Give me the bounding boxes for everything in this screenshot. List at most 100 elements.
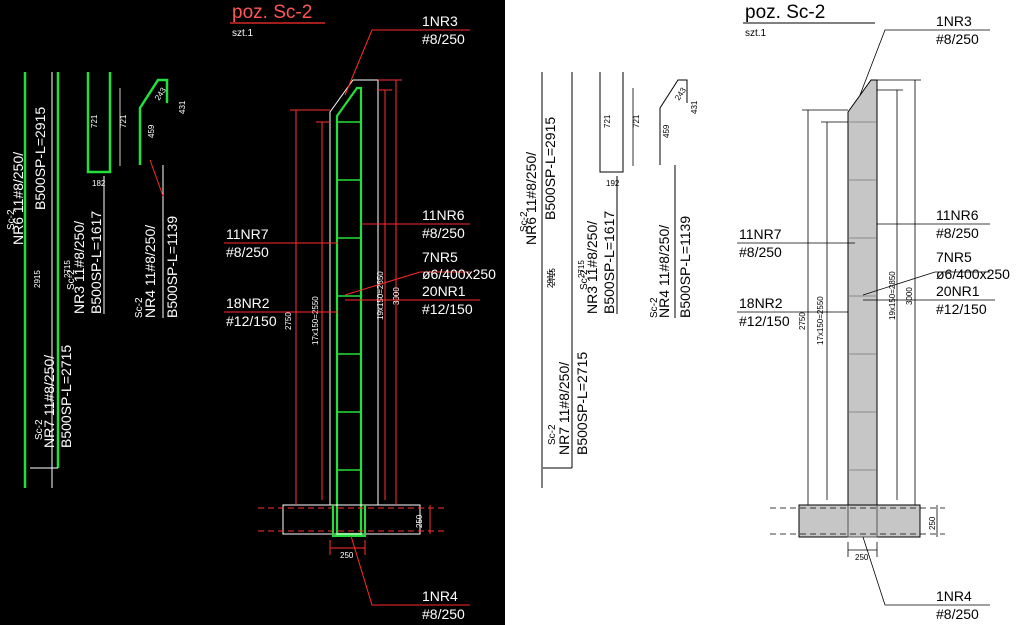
- light-bar-nr7-length: 2715: [577, 260, 586, 278]
- light-drawing-title: poz. Sc-2: [745, 2, 825, 23]
- light-dim-250-horizontal: 250: [855, 553, 869, 562]
- callout-leaders: [224, 29, 480, 606]
- callout-nr3-id: 1NR3: [422, 13, 458, 29]
- light-drawing-panel: Sc-2 NR6 11#8/250/ B500SP-L=2915 2915 Sc…: [505, 0, 1020, 625]
- drawing-title: poz. Sc-2: [232, 2, 312, 23]
- light-callout-nr4-id: 1NR4: [936, 588, 972, 604]
- dim-250-horizontal: 250: [340, 551, 354, 560]
- dim-19x150: 19x150=2850: [376, 271, 385, 320]
- light-callout-nr7-id: 11NR7: [739, 226, 782, 242]
- light-bar-nr4-shape: [659, 79, 688, 165]
- callout-nr4-id: 1NR4: [422, 588, 458, 604]
- callout-nr1-id: 20NR1: [422, 283, 466, 299]
- light-bar-nr7-label-3: B500SP-L=2715: [574, 352, 590, 455]
- light-dim-17x150: 17x150=2550: [816, 296, 825, 345]
- light-dim-3000: 3000: [905, 287, 914, 305]
- bar-nr4-459: 459: [147, 124, 156, 138]
- light-callout-nr3-spec: #8/250: [936, 31, 979, 47]
- light-bar-nr6-length: 2915: [546, 270, 555, 288]
- bar-nr7-label-1: Sc-2: [34, 419, 45, 440]
- callout-nr7-id: 11NR7: [226, 226, 269, 242]
- light-bar-nr4-431: 431: [690, 100, 699, 114]
- bar-nr3-shape: [86, 72, 112, 174]
- callout-nr4-spec: #8/250: [422, 606, 465, 622]
- light-bar-nr7-label-2: NR7 11#8/250/: [556, 362, 572, 455]
- light-dim-250-vertical: 250: [928, 516, 937, 530]
- dark-drawing-panel: Sc-2 NR6 11#8/250/ B500SP-L=2915 2915 Sc…: [0, 0, 505, 625]
- light-callout-nr2-id: 18NR2: [739, 295, 783, 311]
- light-bar-nr4-243: 243: [673, 86, 688, 103]
- wall-section: [258, 79, 445, 537]
- light-callout-nr5-id: 7NR5: [936, 249, 972, 265]
- callout-nr5-spec: ø6/400x250: [422, 266, 496, 282]
- bar-nr4-label-3: B500SP-L=1139: [164, 216, 180, 318]
- bar-nr3-721b: 721: [119, 114, 128, 128]
- bar-nr6-length: 2915: [33, 270, 42, 288]
- light-callout-nr7-spec: #8/250: [739, 244, 782, 260]
- dim-3000: 3000: [392, 287, 401, 305]
- light-drawing-subtitle: szt.1: [745, 28, 767, 39]
- light-callout-nr5-spec: ø6/400x250: [936, 266, 1010, 282]
- light-callout-nr3-id: 1NR3: [936, 13, 972, 29]
- light-bar-nr6-label-1: Sc-2: [519, 211, 530, 232]
- bar-nr4-label-2: NR4 11#8/250/: [142, 225, 158, 318]
- rebar-cage: [335, 86, 363, 536]
- bar-nr4-label-1: Sc-2: [134, 297, 145, 318]
- light-dim-19x150: 19x150=2850: [888, 271, 897, 320]
- callout-nr3-spec: #8/250: [422, 31, 465, 47]
- light-drawing-svg: Sc-2 NR6 11#8/250/ B500SP-L=2915 2915 Sc…: [519, 2, 1010, 622]
- callout-nr7-spec: #8/250: [226, 244, 269, 260]
- light-bar-nr3-label-2: NR3 11#8/250/: [584, 221, 600, 314]
- light-bar-nr3-shape: [599, 72, 624, 173]
- light-callout-nr6-id: 11NR6: [936, 207, 979, 223]
- footing-outline: [282, 504, 421, 535]
- light-dimension-lines: [802, 79, 938, 557]
- light-callout-leaders: [737, 29, 995, 606]
- dimension-lines: [290, 79, 431, 555]
- light-bar-nr3-721b: 721: [632, 114, 641, 128]
- dark-drawing-svg: Sc-2 NR6 11#8/250/ B500SP-L=2915 2915 Sc…: [6, 2, 496, 622]
- light-wall-stirrups: [848, 121, 877, 471]
- light-bar-nr3-label-3: B500SP-L=1617: [601, 211, 617, 314]
- bar-nr7-length: 2715: [63, 260, 72, 278]
- light-bar-nr4-label-3: B500SP-L=1139: [677, 216, 693, 318]
- bar-nr3-label-1: Sc-2: [66, 269, 77, 290]
- rebar-stirrups: [337, 121, 361, 471]
- callout-nr2-id: 18NR2: [226, 295, 270, 311]
- footing-stirrup: [332, 505, 366, 537]
- bar-nr4-leader: [149, 159, 164, 197]
- light-callout-nr2-spec: #12/150: [739, 313, 790, 329]
- light-footing-stirrup: [847, 505, 878, 538]
- light-bar-nr3-label-1: Sc-2: [579, 269, 590, 290]
- dim-2750: 2750: [284, 312, 293, 330]
- light-footing-fill: [798, 504, 921, 538]
- light-bar-nr4-label-1: Sc-2: [649, 297, 660, 318]
- bar-nr3-label-3: B500SP-L=1617: [88, 211, 104, 314]
- drawing-subtitle: szt.1: [232, 28, 254, 39]
- bar-nr4-shape: [138, 78, 169, 165]
- light-callout-nr4-spec: #8/250: [936, 606, 979, 622]
- light-bar-nr3-192: 192: [606, 179, 620, 188]
- light-callout-nr1-spec: #12/150: [936, 301, 987, 317]
- light-callout-nr6-spec: #8/250: [936, 225, 979, 241]
- light-bar-nr7-label-1: Sc-2: [547, 424, 558, 445]
- callout-nr5-id: 7NR5: [422, 249, 458, 265]
- dim-17x150: 17x150=2550: [311, 296, 320, 345]
- callout-nr6-id: 11NR6: [422, 207, 465, 223]
- dim-250-vertical: 250: [415, 514, 424, 528]
- bar-nr4-431: 431: [178, 100, 187, 114]
- light-wall-section: [770, 79, 945, 538]
- bar-nr3-721a: 721: [90, 114, 99, 128]
- light-bar-nr6-label-2: NR6 11#8/250/: [523, 152, 539, 245]
- light-bar-nr4-459: 459: [662, 124, 671, 138]
- light-wall-fill: [847, 79, 878, 506]
- light-bar-nr3-721a: 721: [603, 114, 612, 128]
- bar-nr7-label-3: B500SP-L=2715: [58, 345, 74, 448]
- bar-nr3-182: 182: [92, 179, 106, 188]
- bar-nr6-label-2: NR6 11#8/250/: [10, 152, 26, 245]
- callout-nr6-spec: #8/250: [422, 225, 465, 241]
- light-bar-nr4-label-2: NR4 11#8/250/: [656, 225, 672, 318]
- bar-nr6-label-1: Sc-2: [6, 209, 17, 230]
- light-bar-nr3-2715: 2715: [548, 268, 557, 286]
- light-dim-2750: 2750: [798, 312, 807, 330]
